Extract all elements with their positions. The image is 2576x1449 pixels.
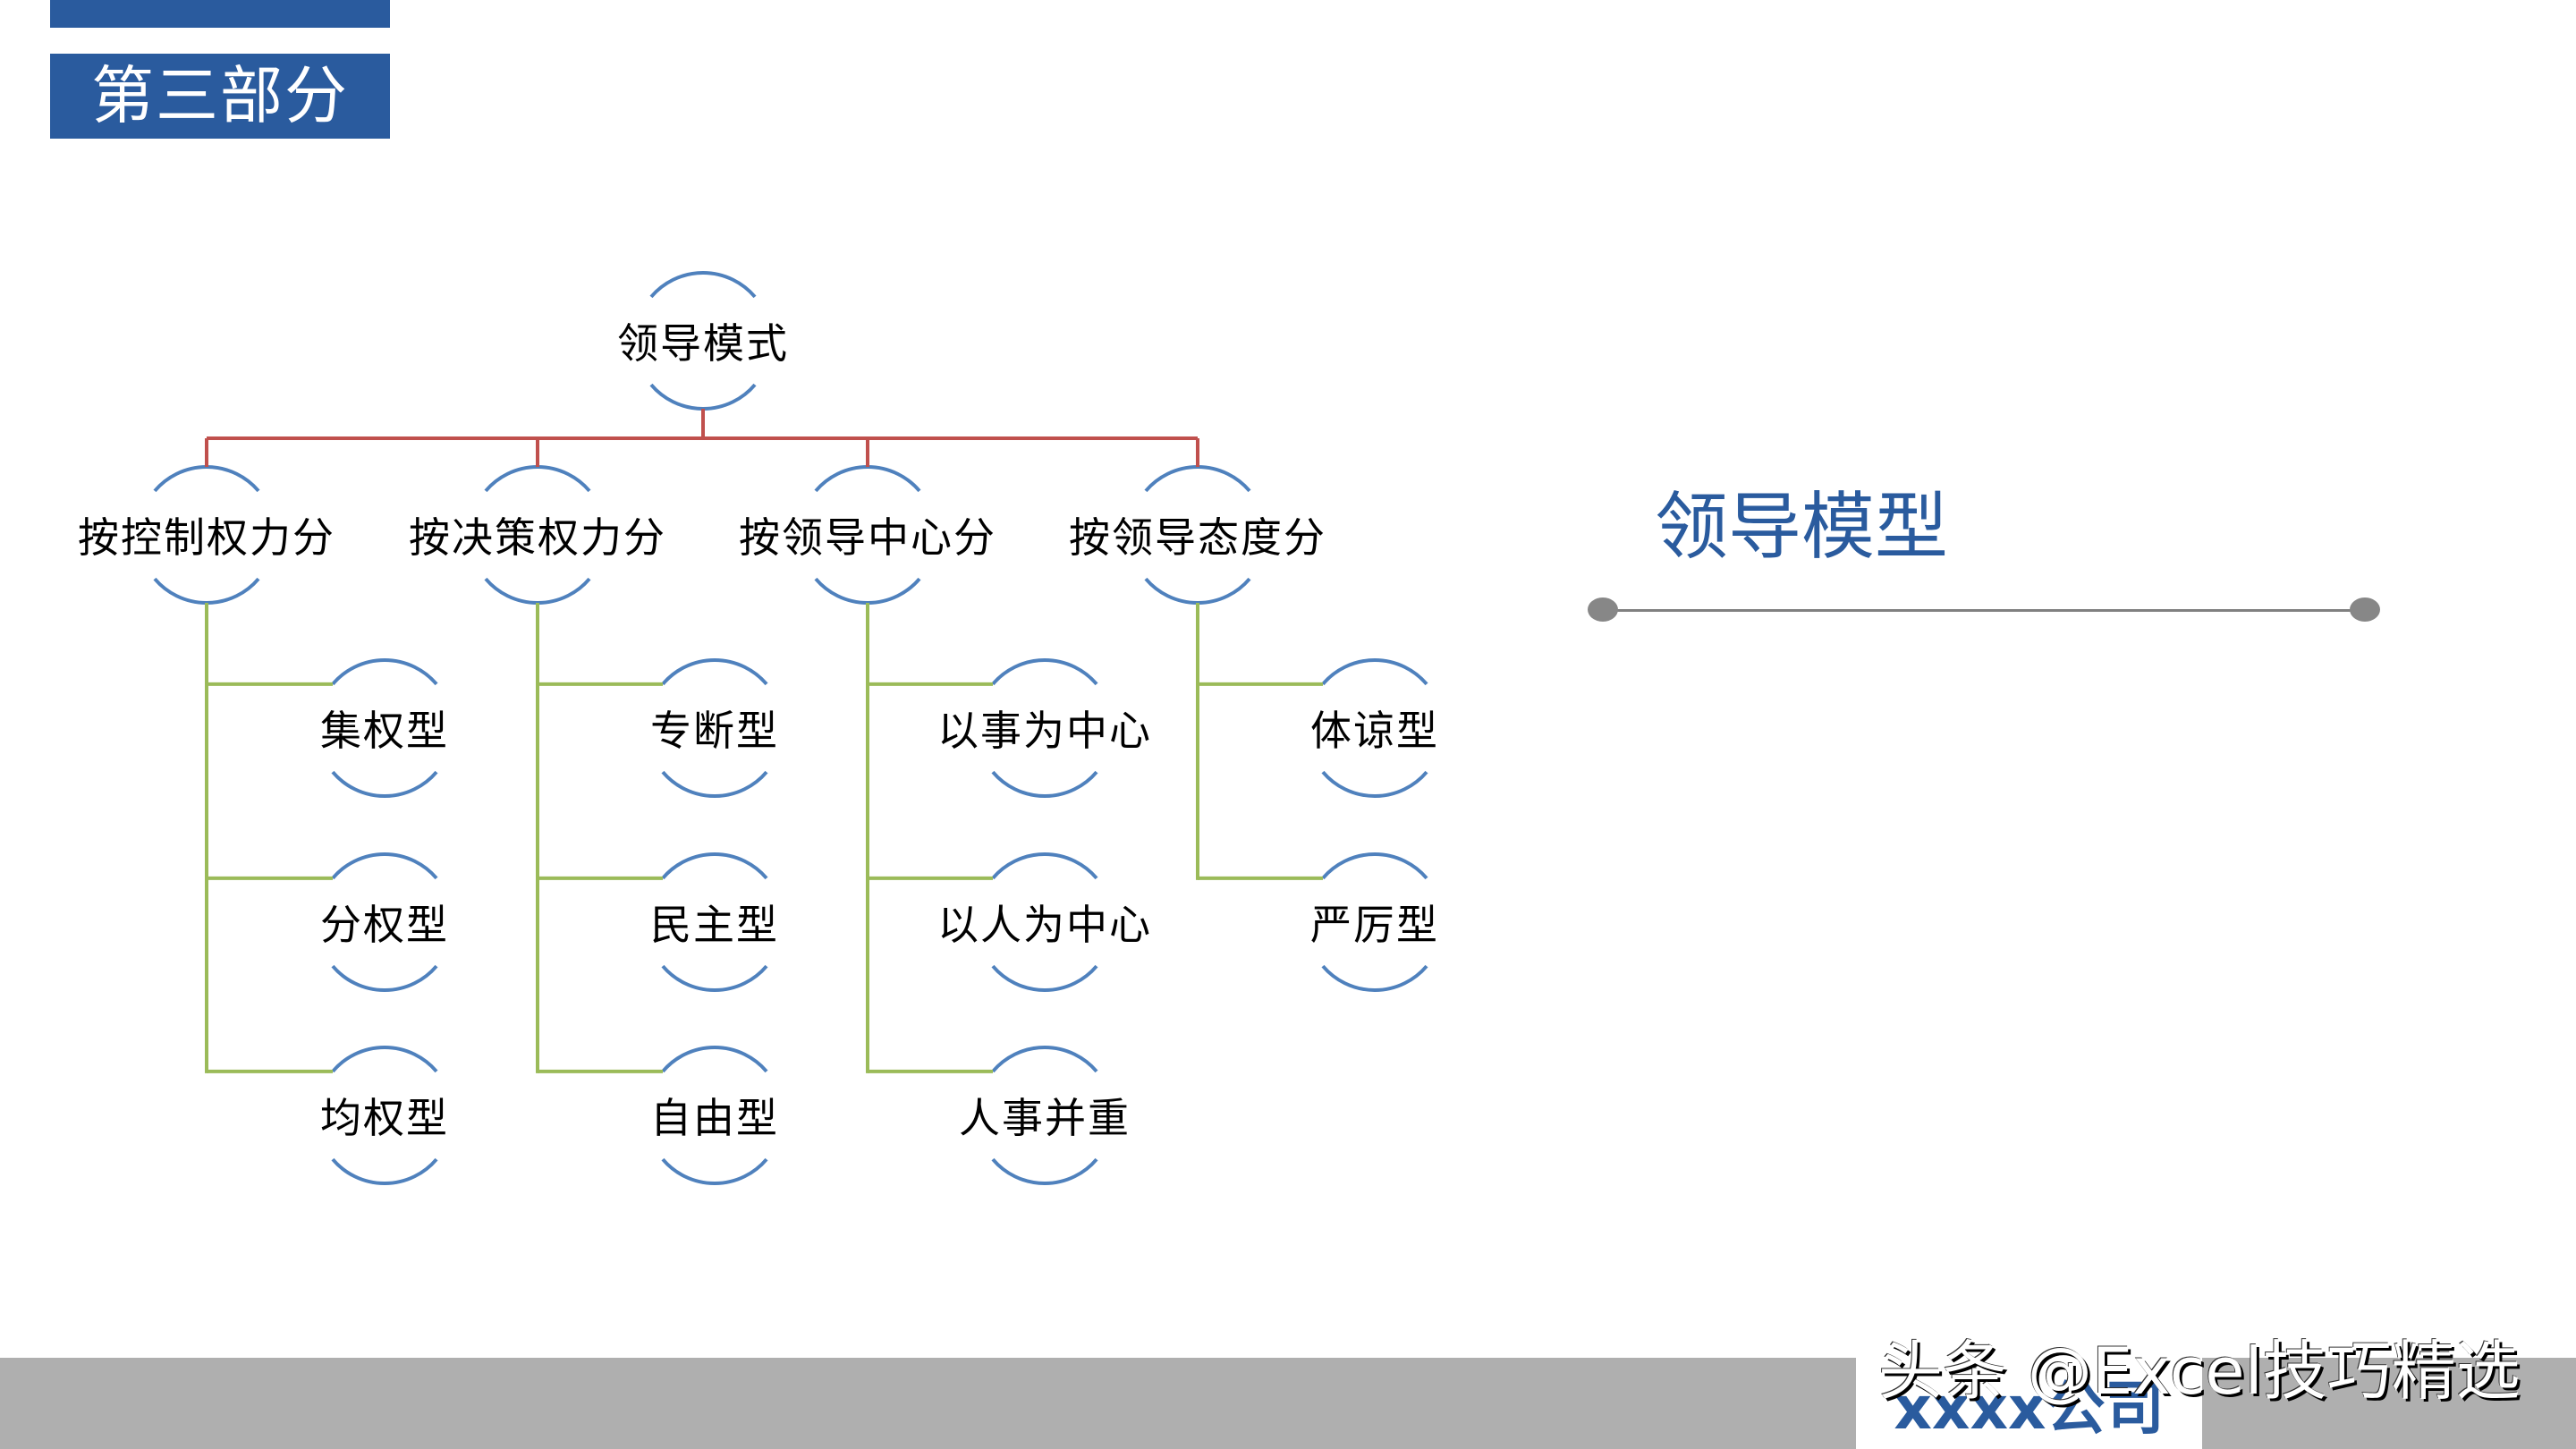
divider-dot-left [1588,597,1618,622]
type-node-label: 分权型 [320,901,449,949]
type-node-1-1-bottom-arc [661,964,768,992]
category-node-0-top-arc [153,465,260,493]
footer-company-box [1856,1358,2202,1449]
type-node-0-2-top-arc [331,1046,438,1073]
type-node-2-0-top-arc [991,658,1098,686]
type-node-label: 自由型 [650,1094,779,1142]
type-node-label: 民主型 [650,901,779,949]
type-node-label: 专断型 [650,707,779,755]
company-name: xxxx公司 [1894,1374,2165,1443]
type-node-3-0-top-arc [1321,658,1428,686]
type-node-2-1-bottom-arc [991,964,1098,992]
section-label: 第三部分 [50,54,390,139]
type-node-label: 以事为中心 [937,707,1152,755]
type-node-3-1-bottom-arc [1321,964,1428,992]
header-top-bar [50,0,390,28]
type-node-label: 集权型 [320,707,449,755]
category-node-3-bottom-arc [1144,577,1251,605]
type-node-0-2-bottom-arc [331,1157,438,1185]
category-node-1-bottom-arc [484,577,591,605]
category-node-1-top-arc [484,465,591,493]
type-node-2-0-bottom-arc [991,770,1098,798]
type-node-0-1-top-arc [331,852,438,880]
category-node-2-bottom-arc [814,577,921,605]
type-node-3-0-bottom-arc [1321,770,1428,798]
type-node-label: 人事并重 [959,1094,1131,1142]
root-node-label: 领导模式 [617,319,789,368]
category-node-0-bottom-arc [153,577,260,605]
type-node-1-0-bottom-arc [661,770,768,798]
category-node-label: 按控制权力分 [78,513,335,562]
type-node-1-2-top-arc [661,1046,768,1073]
category-node-label: 按领导中心分 [739,513,996,562]
type-node-label: 以人为中心 [937,901,1152,949]
type-node-0-0-top-arc [331,658,438,686]
root-node-bottom-arc [649,383,757,411]
type-node-label: 均权型 [320,1094,449,1142]
type-node-2-2-top-arc [991,1046,1098,1073]
category-node-3-top-arc [1144,465,1251,493]
type-node-0-1-bottom-arc [331,964,438,992]
type-node-2-1-top-arc [991,852,1098,880]
category-node-2-top-arc [814,465,921,493]
type-node-0-0-bottom-arc [331,770,438,798]
type-node-2-2-bottom-arc [991,1157,1098,1185]
type-node-1-2-bottom-arc [661,1157,768,1185]
category-node-label: 按领导态度分 [1069,513,1326,562]
divider-line [1603,609,2365,612]
divider-dot-right [2350,597,2380,622]
type-node-1-0-top-arc [661,658,768,686]
watermark-text: 头条 @Excel技巧精选 [1878,1334,2521,1409]
slide-title: 领导模型 [1655,485,1949,570]
category-node-label: 按决策权力分 [409,513,666,562]
type-node-3-1-top-arc [1321,852,1428,880]
type-node-label: 严厉型 [1310,901,1439,949]
root-node-top-arc [649,271,757,299]
type-node-label: 体谅型 [1310,707,1439,755]
type-node-1-1-top-arc [661,852,768,880]
